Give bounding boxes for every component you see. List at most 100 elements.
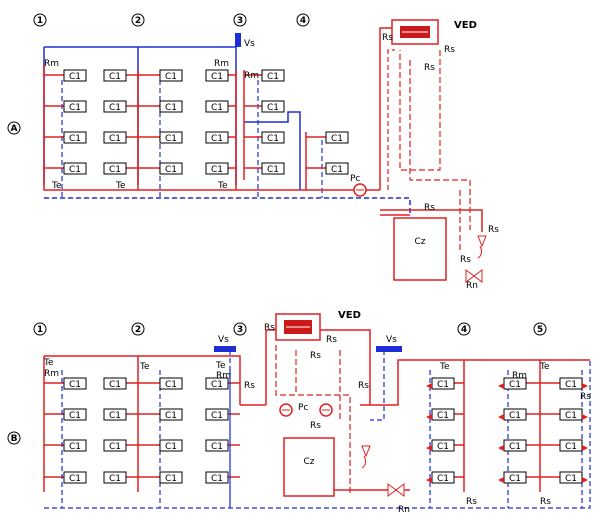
expansion-vessel-icon: Vs bbox=[214, 335, 236, 352]
label-te: Te bbox=[115, 181, 126, 191]
label-rn: Rn bbox=[398, 505, 410, 515]
safety-valve-icon bbox=[361, 445, 371, 469]
svg-text:C1: C1 bbox=[109, 474, 121, 484]
label-rs: Rs bbox=[466, 497, 477, 507]
svg-text:C1: C1 bbox=[267, 165, 279, 175]
section-b-column-5-marker: 5 bbox=[533, 322, 547, 336]
radiator: C1 bbox=[103, 100, 127, 113]
flow-arrows bbox=[426, 383, 588, 483]
label-te: Te bbox=[439, 362, 450, 372]
section-a-boiler-return bbox=[387, 49, 395, 190]
svg-text:C1: C1 bbox=[211, 442, 223, 452]
label-rs: Rs bbox=[382, 33, 393, 43]
label-rs: Rs bbox=[444, 45, 455, 55]
svg-text:C1: C1 bbox=[69, 72, 81, 82]
section-a-column-1-marker: 1 bbox=[33, 13, 47, 27]
storage-tank-icon: Cz bbox=[283, 437, 335, 497]
expansion-vessel-icon: Vs bbox=[235, 33, 255, 49]
radiator: C1 bbox=[559, 471, 583, 484]
svg-text:5: 5 bbox=[537, 325, 543, 335]
radiator: C1 bbox=[159, 377, 183, 390]
section-b-return-plant bbox=[229, 350, 385, 508]
radiator: C1 bbox=[431, 471, 455, 484]
section-a-label: A bbox=[11, 124, 18, 134]
svg-text:C1: C1 bbox=[165, 72, 177, 82]
radiator: C1 bbox=[503, 408, 527, 421]
label-rs: Rs bbox=[424, 63, 435, 73]
radiator: C1 bbox=[63, 408, 87, 421]
circulation-pump-icon: Pc bbox=[298, 403, 333, 417]
radiator: C1 bbox=[261, 69, 285, 82]
radiator: C1 bbox=[103, 69, 127, 82]
section-b-row-marker: B bbox=[7, 431, 21, 445]
radiator: C1 bbox=[205, 69, 229, 82]
section-a-plant-pipes bbox=[380, 209, 483, 232]
svg-text:4: 4 bbox=[461, 325, 467, 335]
radiator: C1 bbox=[431, 439, 455, 452]
svg-text:C1: C1 bbox=[211, 380, 223, 390]
label-rm: Rm bbox=[244, 71, 259, 81]
radiator: C1 bbox=[205, 377, 229, 390]
radiator: C1 bbox=[503, 439, 527, 452]
svg-text:C1: C1 bbox=[165, 411, 177, 421]
svg-text:1: 1 bbox=[37, 325, 43, 335]
label-rm: Rm bbox=[44, 59, 59, 69]
circulation-pump-icon bbox=[279, 403, 293, 417]
svg-text:C1: C1 bbox=[69, 442, 81, 452]
svg-text:C1: C1 bbox=[509, 380, 521, 390]
radiator: C1 bbox=[159, 100, 183, 113]
svg-text:C1: C1 bbox=[69, 380, 81, 390]
section-a: 1 2 3 4 A bbox=[7, 13, 499, 291]
label-te: Te bbox=[217, 181, 228, 191]
svg-text:C1: C1 bbox=[565, 442, 577, 452]
svg-text:C1: C1 bbox=[165, 165, 177, 175]
label-rs: Rs bbox=[310, 421, 321, 431]
svg-text:2: 2 bbox=[135, 325, 141, 335]
svg-text:C1: C1 bbox=[267, 103, 279, 113]
radiator: C1 bbox=[205, 162, 229, 175]
svg-text:C1: C1 bbox=[109, 103, 121, 113]
radiator: C1 bbox=[503, 471, 527, 484]
label-ved: VED bbox=[454, 20, 477, 31]
radiator: C1 bbox=[205, 408, 229, 421]
radiator: C1 bbox=[63, 377, 87, 390]
radiator: C1 bbox=[63, 100, 87, 113]
svg-text:C1: C1 bbox=[211, 474, 223, 484]
svg-text:B: B bbox=[11, 434, 18, 444]
svg-text:C1: C1 bbox=[437, 411, 449, 421]
boiler-icon: VED bbox=[391, 19, 477, 45]
svg-text:Cz: Cz bbox=[414, 237, 425, 247]
svg-text:C1: C1 bbox=[509, 411, 521, 421]
label-te: Te bbox=[139, 362, 150, 372]
section-a-row-marker: A bbox=[7, 121, 21, 135]
svg-text:C1: C1 bbox=[267, 72, 279, 82]
radiator: C1 bbox=[63, 471, 87, 484]
radiator: C1 bbox=[559, 408, 583, 421]
radiator: C1 bbox=[103, 131, 127, 144]
svg-text:C1: C1 bbox=[437, 380, 449, 390]
svg-text:C1: C1 bbox=[437, 474, 449, 484]
svg-text:C1: C1 bbox=[69, 165, 81, 175]
section-a-return-right bbox=[244, 111, 301, 190]
svg-text:C1: C1 bbox=[565, 474, 577, 484]
radiator: C1 bbox=[159, 131, 183, 144]
svg-text:C1: C1 bbox=[109, 380, 121, 390]
section-a-plant-safety bbox=[399, 50, 471, 250]
radiator: C1 bbox=[103, 471, 127, 484]
label-rs: Rs bbox=[540, 497, 551, 507]
section-a-column-2-marker: 2 bbox=[131, 13, 145, 27]
radiator: C1 bbox=[159, 69, 183, 82]
label-te: Te bbox=[51, 181, 62, 191]
svg-text:Vs: Vs bbox=[218, 335, 229, 345]
svg-text:C1: C1 bbox=[69, 103, 81, 113]
label-rs: Rs bbox=[244, 381, 255, 391]
section-a-column-3-marker: 3 bbox=[233, 13, 247, 27]
radiator: C1 bbox=[63, 439, 87, 452]
section-b: 1 2 3 4 5 B bbox=[7, 310, 591, 515]
section-a-column-4-marker: 4 bbox=[296, 13, 310, 27]
label-rs: Rs bbox=[488, 225, 499, 235]
svg-text:C1: C1 bbox=[165, 134, 177, 144]
svg-text:Pc: Pc bbox=[350, 174, 360, 184]
svg-text:3: 3 bbox=[237, 325, 243, 335]
